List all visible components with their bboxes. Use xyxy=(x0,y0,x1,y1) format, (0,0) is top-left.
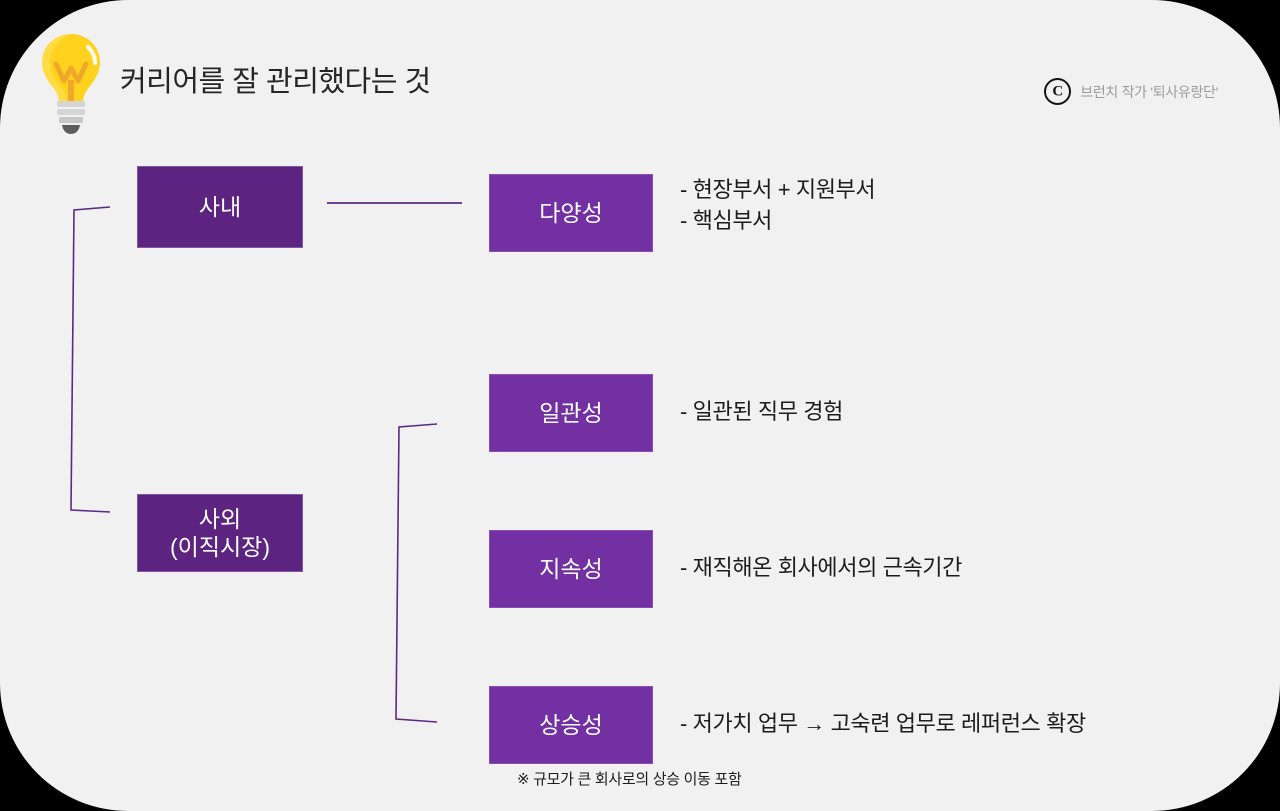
footnote-text: ※ 규모가 큰 회사로의 상승 이동 포함 xyxy=(517,771,742,788)
credit-block: 브런치 작가 '퇴사유랑단' xyxy=(1044,78,1218,105)
description-continuity: - 재직해온 회사에서의 근속기간 xyxy=(680,555,962,580)
page-title: 커리어를 잘 관리했다는 것 xyxy=(120,66,431,98)
copyright-icon xyxy=(1044,78,1072,105)
node-box-continuity[interactable]: 지속성 xyxy=(489,530,653,608)
lightbulb-icon xyxy=(42,34,100,134)
node-box-sanae[interactable]: 사내 xyxy=(137,166,303,248)
left-bracket-connector xyxy=(70,206,111,513)
node-box-consistency[interactable]: 일관성 xyxy=(489,374,653,452)
node-box-growth[interactable]: 상승성 xyxy=(489,686,653,764)
description-consistency: - 일관된 직무 경험 xyxy=(680,399,843,424)
credit-text: 브런치 작가 '퇴사유랑단' xyxy=(1080,83,1218,100)
node-box-diversity[interactable]: 다양성 xyxy=(489,174,653,252)
node-box-saoe[interactable]: 사외 (이직시장) xyxy=(137,494,303,572)
saoe-branch-bracket-connector xyxy=(395,423,438,723)
description-diversity: - 현장부서 + 지원부서 - 핵심부서 xyxy=(680,177,876,234)
description-growth: - 저가치 업무 → 고숙련 업무로 레퍼런스 확장 xyxy=(680,711,1086,736)
